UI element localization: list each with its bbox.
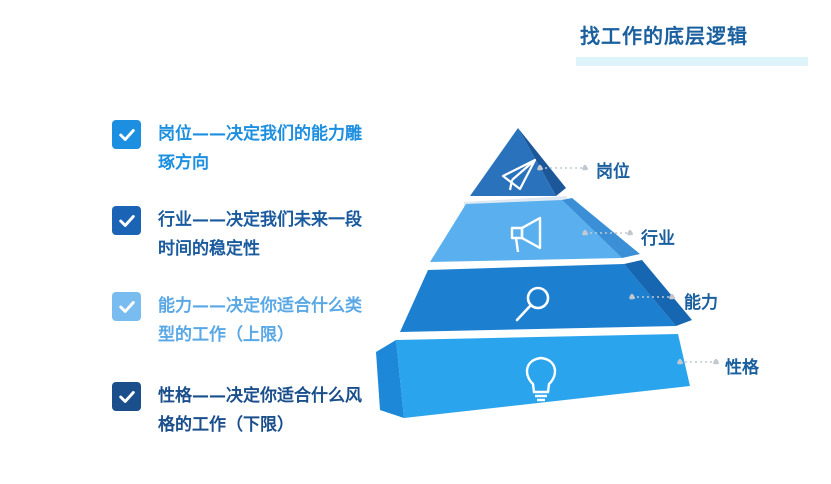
page-title: 找工作的底层逻辑 (580, 24, 748, 48)
pyramid-level-4-front (396, 334, 690, 418)
pyramid-level-1-side (518, 128, 566, 196)
paper-plane-icon (501, 158, 537, 191)
pyramid-level-1-front (470, 128, 556, 196)
title-underline (576, 57, 808, 66)
lightbulb-icon (525, 356, 557, 402)
megaphone-icon (510, 216, 542, 253)
pyramid-level-3-front (400, 264, 676, 332)
pyramid-label-personality: 性格 (725, 358, 759, 378)
pyramid-diagram (376, 128, 720, 418)
checkbox-icon (112, 382, 141, 411)
checkbox-icon (112, 292, 141, 321)
list-item-text: 性格——决定你适合什么风格的工作（下限） (158, 386, 362, 435)
pyramid-label-industry: 行业 (641, 229, 675, 249)
title-block: 找工作的底层逻辑 (576, 20, 808, 66)
checkbox-icon (112, 120, 141, 149)
pyramid-level-4-side (376, 340, 404, 418)
pyramid-level-2-side (562, 198, 640, 258)
list-item-text: 能力——决定你适合什么类型的工作（上限） (158, 296, 362, 345)
pyramid-level-3-side (624, 260, 692, 326)
magnifier-icon (515, 286, 550, 322)
list-item-personality: 性格——决定你适合什么风格的工作（下限） (112, 382, 373, 440)
list-item-role: 岗位——决定我们的能力雕琢方向 (112, 120, 373, 178)
list-item-ability: 能力——决定你适合什么类型的工作（上限） (112, 292, 373, 350)
pyramid-label-role: 岗位 (596, 162, 630, 182)
pyramid-level-2-front (430, 200, 622, 262)
list-item-text: 行业——决定我们未来一段时间的稳定性 (158, 210, 362, 259)
list-item-text: 岗位——决定我们的能力雕琢方向 (158, 124, 362, 173)
list-item-industry: 行业——决定我们未来一段时间的稳定性 (112, 206, 373, 264)
checkbox-icon (112, 206, 141, 235)
pyramid-label-ability: 能力 (684, 293, 718, 313)
